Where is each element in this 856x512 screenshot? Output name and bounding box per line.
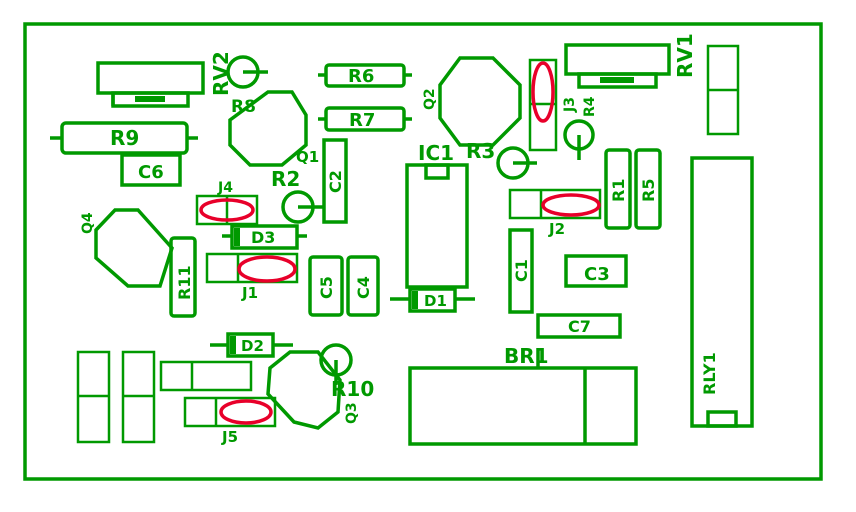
r1-resistor — [604, 148, 632, 230]
q1-transistor — [228, 90, 308, 167]
rly1-relay — [690, 156, 754, 428]
label-rv1: RV1 — [673, 33, 697, 78]
label-j5: J5 — [221, 428, 238, 446]
label-r1: R1 — [609, 179, 628, 202]
c1-capacitor — [508, 228, 534, 314]
label-d3: D3 — [251, 228, 275, 247]
label-r3: R3 — [466, 139, 495, 163]
label-ic1: IC1 — [418, 141, 454, 165]
label-j1: J1 — [241, 284, 258, 302]
rv2-pot-circle — [226, 55, 268, 89]
label-c6: C6 — [138, 162, 164, 183]
label-d1: D1 — [424, 292, 447, 310]
r11-resistor — [169, 236, 197, 318]
header-top-right — [706, 44, 740, 136]
rv2-trimmer — [96, 61, 205, 108]
label-c3: C3 — [584, 264, 610, 285]
d2-diode — [210, 332, 293, 358]
header-left-1 — [76, 350, 111, 444]
r4-pot-circle — [563, 119, 595, 160]
j2-jumper — [508, 188, 602, 220]
label-q3: Q3 — [344, 402, 360, 424]
c3-capacitor — [564, 254, 628, 288]
q4-transistor — [94, 208, 174, 288]
r7-resistor — [318, 106, 412, 132]
c7-capacitor — [536, 313, 622, 339]
label-br1: BR1 — [504, 344, 549, 368]
label-c4: C4 — [354, 276, 373, 299]
r5-resistor — [634, 148, 662, 230]
c6-capacitor — [120, 153, 182, 187]
j3-jumper — [528, 58, 558, 152]
label-j4: J4 — [217, 180, 233, 196]
label-c2: C2 — [326, 170, 345, 193]
label-j3: J3 — [562, 97, 578, 113]
br1-bridge-rectifier — [408, 348, 638, 446]
r3-pot-circle — [496, 146, 537, 180]
r9-resistor — [50, 121, 198, 155]
c4-capacitor — [346, 255, 380, 317]
header-middle — [159, 360, 253, 392]
label-r5: R5 — [639, 179, 658, 202]
j1-jumper — [205, 252, 299, 284]
d3-diode — [222, 224, 307, 250]
label-r6: R6 — [348, 66, 374, 87]
ic1-chip — [405, 163, 469, 289]
board-outline — [23, 22, 823, 481]
label-c5: C5 — [317, 276, 336, 299]
label-r9: R9 — [110, 126, 139, 150]
c2-capacitor — [322, 138, 348, 224]
d1-diode — [390, 287, 475, 313]
header-left-2 — [121, 350, 156, 444]
q3-transistor — [266, 350, 342, 430]
rv1-trimmer — [564, 43, 671, 89]
label-r2: R2 — [271, 167, 300, 191]
label-r11: R11 — [175, 265, 194, 300]
label-r7: R7 — [349, 110, 375, 131]
label-r8: R8 — [231, 97, 256, 117]
r6-resistor — [318, 63, 412, 88]
label-c1: C1 — [512, 259, 531, 282]
label-rv2: RV2 — [209, 51, 233, 96]
label-r4: R4 — [582, 96, 598, 117]
j4-jumper — [195, 194, 259, 226]
label-q4: Q4 — [80, 212, 96, 234]
j5-jumper — [183, 396, 277, 428]
c5-capacitor — [308, 255, 344, 317]
label-q2: Q2 — [422, 88, 438, 110]
label-d2: D2 — [241, 337, 264, 355]
label-c7: C7 — [568, 317, 591, 336]
label-rly1: RLY1 — [700, 352, 719, 395]
q2-transistor — [438, 56, 522, 147]
label-j2: J2 — [548, 220, 565, 238]
r2-pot-circle — [281, 190, 323, 224]
label-q1: Q1 — [296, 148, 319, 166]
